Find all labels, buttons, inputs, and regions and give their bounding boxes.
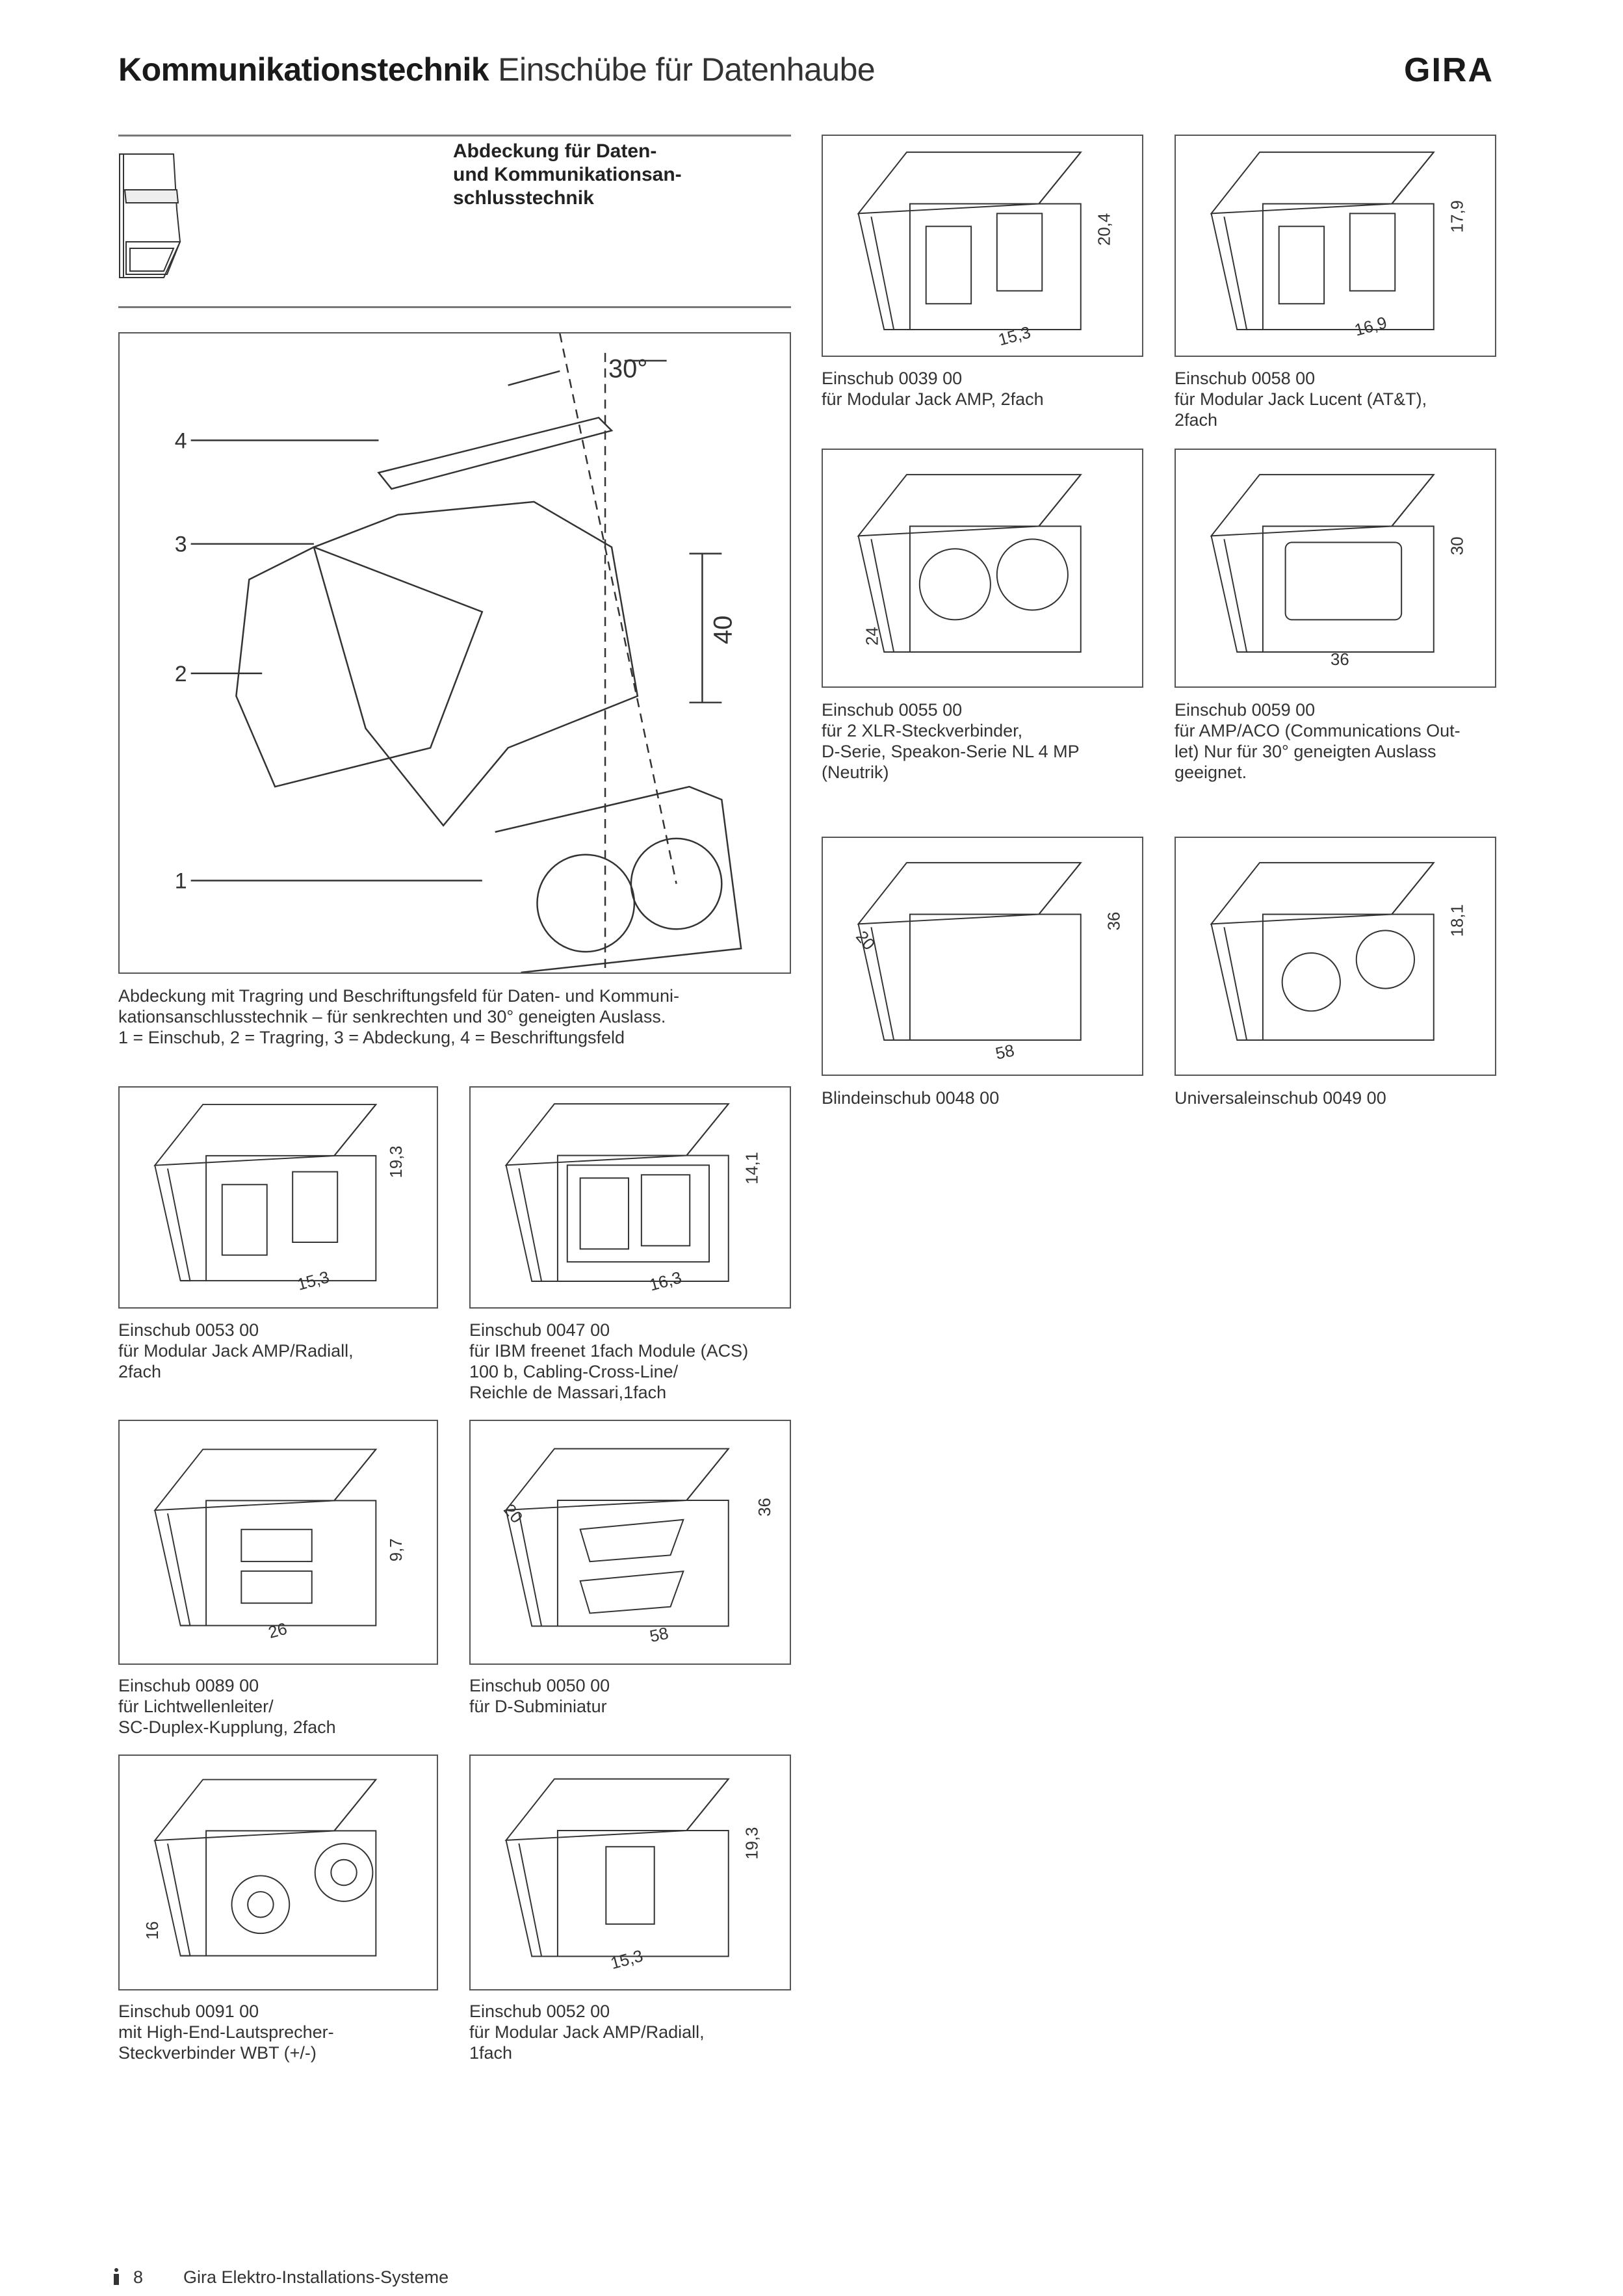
callout-2: 2 <box>175 662 187 686</box>
dimension-width: 16,3 <box>647 1269 684 1295</box>
product-caption-0039: Einschub 0039 00 für Modular Jack AMP, 2… <box>822 369 1044 409</box>
dimension-height: 24 <box>863 627 881 646</box>
product-panel-0049: 18,1 <box>1175 837 1496 1076</box>
product-caption-0049: Universaleinschub 0049 00 <box>1175 1088 1386 1108</box>
dimension-height: 18,1 <box>1448 904 1466 937</box>
dimension-width: 26 <box>266 1620 289 1642</box>
product-panel-0048: 36 20 58 <box>822 837 1143 1076</box>
dimension-height: 14,1 <box>743 1152 761 1184</box>
product-panel-0058: 17,9 16,9 <box>1175 135 1496 357</box>
product-caption-0058: Einschub 0058 00 für Modular Jack Lucent… <box>1175 369 1427 430</box>
dimension-height: 19,3 <box>387 1146 406 1179</box>
callout-1: 1 <box>175 869 187 894</box>
callout-3: 3 <box>175 532 187 557</box>
dimension-height: 36 <box>756 1498 774 1517</box>
product-caption-0053: Einschub 0053 00 für Modular Jack AMP/Ra… <box>118 1320 354 1381</box>
footer-text: Gira Elektro-Installations-Systeme <box>183 2267 449 2287</box>
intro-heading: Abdeckung für Daten- und Kommunikationsa… <box>453 140 682 209</box>
product-caption-0055: Einschub 0055 00 für 2 XLR-Steckverbinde… <box>822 700 1080 782</box>
height-label: 40 <box>708 616 737 644</box>
dimension-width: 15,3 <box>609 1947 645 1973</box>
product-panel-0059: 30 36 <box>1175 449 1496 688</box>
product-panel-0053: 19,3 15,3 <box>118 1086 438 1309</box>
product-caption-0091: Einschub 0091 00 mit High-End-Lautsprech… <box>118 2002 334 2063</box>
dimension-height: 16 <box>144 1921 162 1940</box>
dimension-height: 17,9 <box>1448 200 1466 233</box>
product-panel-0091: 16 <box>118 1755 438 1990</box>
dimension-height: 9,7 <box>387 1538 406 1561</box>
dimension-depth: 20 <box>500 1501 526 1527</box>
angle-label: 30° <box>608 355 647 384</box>
dimension-width: 16,9 <box>1353 314 1389 340</box>
dimension-depth: 20 <box>852 928 878 954</box>
dimension-width: 58 <box>994 1041 1016 1063</box>
product-panel-0047: 14,1 16,3 <box>469 1086 791 1309</box>
product-panel-0055: 24 <box>822 449 1143 688</box>
divider <box>118 135 791 137</box>
product-panel-0089: 9,7 26 <box>118 1420 438 1665</box>
product-panel-0050: 36 20 58 <box>469 1420 791 1665</box>
dimension-width: 36 <box>1331 651 1349 669</box>
dimension-height: 30 <box>1448 536 1466 555</box>
info-icon <box>112 2267 121 2290</box>
product-caption-0052: Einschub 0052 00 für Modular Jack AMP/Ra… <box>469 2002 705 2063</box>
divider <box>118 306 791 308</box>
gira-logo: GIRA <box>1404 51 1494 89</box>
product-caption-0047: Einschub 0047 00 für IBM freenet 1fach M… <box>469 1320 749 1402</box>
main-figure-caption: Abdeckung mit Tragring und Beschriftungs… <box>118 986 679 1047</box>
product-caption-0059: Einschub 0059 00 für AMP/ACO (Communicat… <box>1175 700 1461 782</box>
dimension-height: 19,3 <box>743 1827 761 1860</box>
product-caption-0048: Blindeinschub 0048 00 <box>822 1088 1000 1108</box>
dimension-width: 15,3 <box>295 1268 331 1294</box>
dimension-height: 36 <box>1105 912 1123 931</box>
dimension-height: 20,4 <box>1095 213 1113 246</box>
product-caption-0050: Einschub 0050 00 für D-Subminiatur <box>469 1676 610 1716</box>
main-exploded-figure: 4 3 2 1 30° 40 <box>118 332 791 974</box>
callout-4: 4 <box>175 428 187 453</box>
page-number: 8 <box>133 2267 144 2287</box>
dimension-width: 15,3 <box>996 324 1033 350</box>
product-caption-0089: Einschub 0089 00 für Lichtwellenleiter/ … <box>118 1676 336 1737</box>
product-panel-0052: 19,3 15,3 <box>469 1755 791 1990</box>
dimension-width: 58 <box>648 1624 670 1646</box>
product-panel-0039: 20,4 15,3 <box>822 135 1143 357</box>
cover-thumbnail <box>118 151 252 281</box>
